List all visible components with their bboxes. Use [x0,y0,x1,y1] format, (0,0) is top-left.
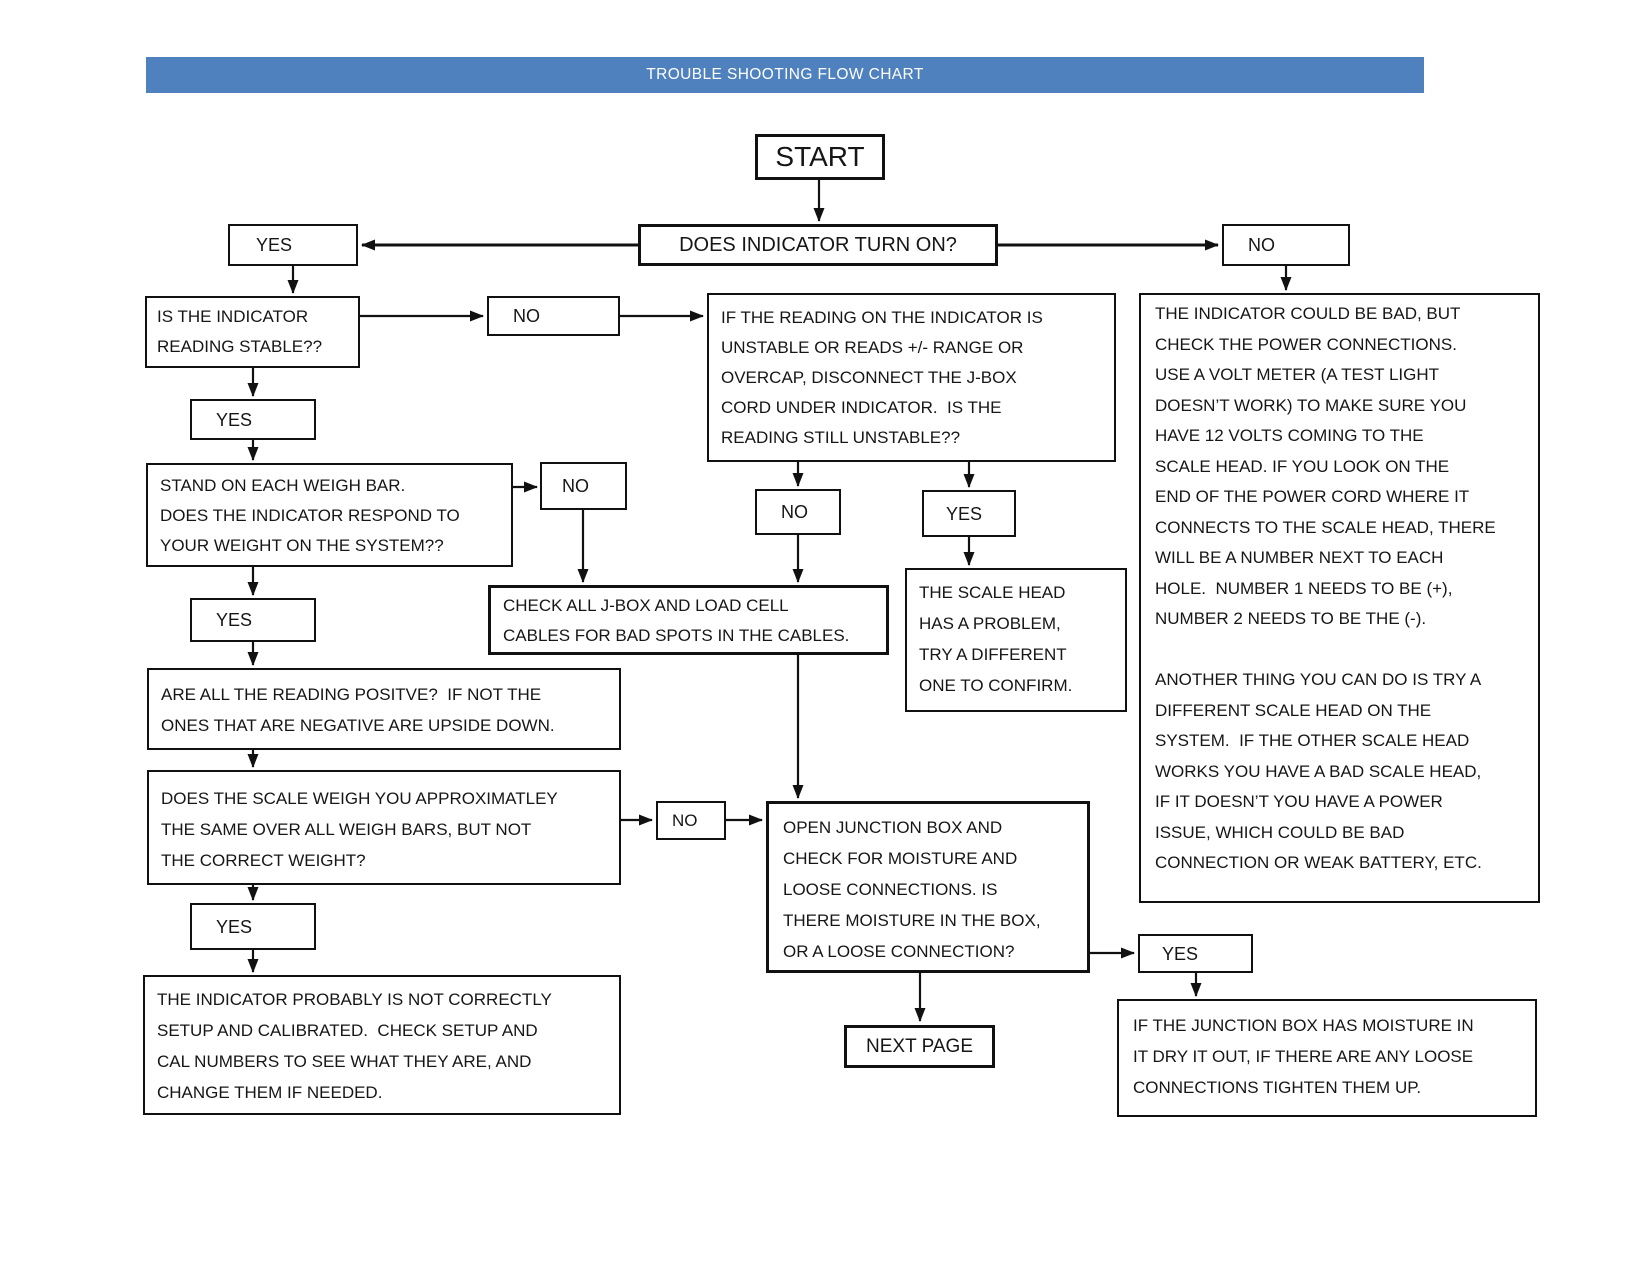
node-next-page: NEXT PAGE [844,1025,995,1068]
node-no-no-response: NO [540,462,627,510]
node-no-still-unstable: NO [755,489,841,535]
node-moisture-fix: IF THE JUNCTION BOX HAS MOISTURE IN IT D… [1117,999,1537,1117]
node-setup-calibration: THE INDICATOR PROBABLY IS NOT CORRECTLY … [143,975,621,1115]
node-yes-same-weight: YES [190,903,316,950]
page-title: TROUBLE SHOOTING FLOW CHART [146,57,1424,93]
node-does-indicator-turn-on: DOES INDICATOR TURN ON? [638,224,998,266]
node-scale-head-problem: THE SCALE HEAD HAS A PROBLEM, TRY A DIFF… [905,568,1127,712]
node-no-not-stable: NO [487,296,620,336]
node-yes-responds: YES [190,598,316,642]
node-stand-on-weigh-bar: STAND ON EACH WEIGH BAR. DOES THE INDICA… [146,463,513,567]
node-open-junction-box: OPEN JUNCTION BOX AND CHECK FOR MOISTURE… [766,801,1090,973]
node-no-indicator-on: NO [1222,224,1350,266]
node-yes-moisture: YES [1138,934,1253,973]
node-is-reading-stable: IS THE INDICATOR READING STABLE?? [145,296,360,368]
node-readings-positive: ARE ALL THE READING POSITVE? IF NOT THE … [147,668,621,750]
node-reading-unstable-check: IF THE READING ON THE INDICATOR IS UNSTA… [707,293,1116,462]
node-yes-stable: YES [190,399,316,440]
node-weighs-same-not-correct: DOES THE SCALE WEIGH YOU APPROXIMATLEY T… [147,770,621,885]
node-yes-indicator-on: YES [228,224,358,266]
node-yes-still-unstable: YES [922,490,1016,537]
node-power-check-advice: THE INDICATOR COULD BE BAD, BUT CHECK TH… [1139,293,1540,903]
node-no-weight-differs: NO [656,801,726,840]
node-check-cables: CHECK ALL J-BOX AND LOAD CELL CABLES FOR… [488,585,889,655]
node-start: START [755,134,885,180]
